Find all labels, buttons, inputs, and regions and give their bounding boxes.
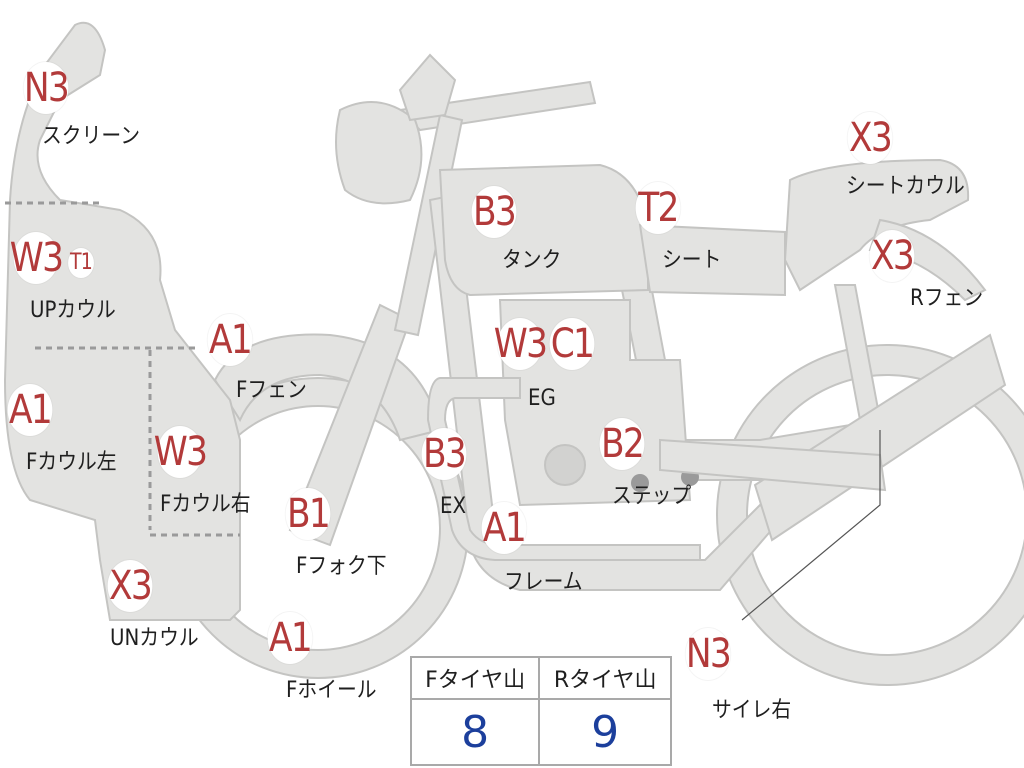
up-cowl-label: UPカウル — [30, 298, 116, 323]
step-label: ステップ — [612, 484, 692, 509]
frame-grade[interactable]: A1 — [481, 502, 527, 554]
exhaust-grade[interactable]: B3 — [421, 428, 467, 480]
f-fork-grade[interactable]: B1 — [285, 488, 331, 540]
silencer-right-grade[interactable]: N3 — [685, 628, 732, 680]
f-wheel-label: Fホイール — [286, 678, 377, 703]
rear-tire-header: Rタイヤ山 — [538, 656, 672, 700]
f-cowl-left-grade[interactable]: A1 — [7, 384, 53, 436]
up-cowl-grade[interactable]: W3 — [10, 232, 64, 284]
un-cowl-grade[interactable]: X3 — [107, 560, 153, 612]
f-fender-label: Fフェン — [236, 378, 307, 403]
r-fender-label: Rフェン — [910, 286, 984, 311]
up-cowl-grade-secondary[interactable]: T1 — [68, 248, 94, 278]
rear-tire-value[interactable]: 9 — [538, 698, 672, 766]
tank-shape — [438, 163, 649, 297]
exhaust-label: EX — [440, 494, 467, 519]
front-tire-header: Fタイヤ山 — [409, 656, 541, 700]
frame-label: フレーム — [504, 570, 583, 595]
engine-label: EG — [528, 386, 556, 411]
r-fender-grade[interactable]: X3 — [869, 230, 915, 282]
tank-grade[interactable]: B3 — [471, 186, 517, 238]
silencer-right-label: サイレ右 — [712, 698, 792, 723]
engine-grade-secondary[interactable]: C1 — [549, 318, 595, 370]
f-wheel-grade[interactable]: A1 — [267, 612, 313, 664]
headlight-shape — [335, 101, 423, 205]
seat-shape — [638, 223, 786, 297]
un-cowl-label: UNカウル — [110, 626, 199, 651]
seat-label: シート — [662, 248, 722, 273]
engine-grade[interactable]: W3 — [494, 318, 548, 370]
f-fender-grade[interactable]: A1 — [207, 314, 253, 366]
screen-label: スクリーン — [42, 124, 141, 149]
step-peg-1 — [631, 474, 649, 492]
seat-cowl-label: シートカウル — [846, 174, 965, 199]
swing-arm-shape — [659, 438, 887, 492]
mirror-shape — [398, 53, 457, 122]
f-cowl-right-grade[interactable]: W3 — [154, 426, 208, 478]
f-cowl-left-label: Fカウル左 — [26, 450, 117, 475]
silencer-leader-line — [741, 430, 881, 621]
f-fork-label: Fフォク下 — [296, 554, 387, 579]
seat-cowl-grade[interactable]: X3 — [847, 112, 893, 164]
f-cowl-right-label: Fカウル右 — [160, 492, 251, 517]
front-tire-value[interactable]: 8 — [409, 698, 541, 766]
tank-label: タンク — [502, 248, 562, 273]
engine-cover — [544, 444, 586, 486]
step-grade[interactable]: B2 — [599, 418, 645, 470]
tire-tread-table: Fタイヤ山 Rタイヤ山 8 9 — [409, 656, 672, 766]
seat-grade[interactable]: T2 — [635, 182, 681, 234]
screen-grade[interactable]: N3 — [23, 62, 70, 114]
